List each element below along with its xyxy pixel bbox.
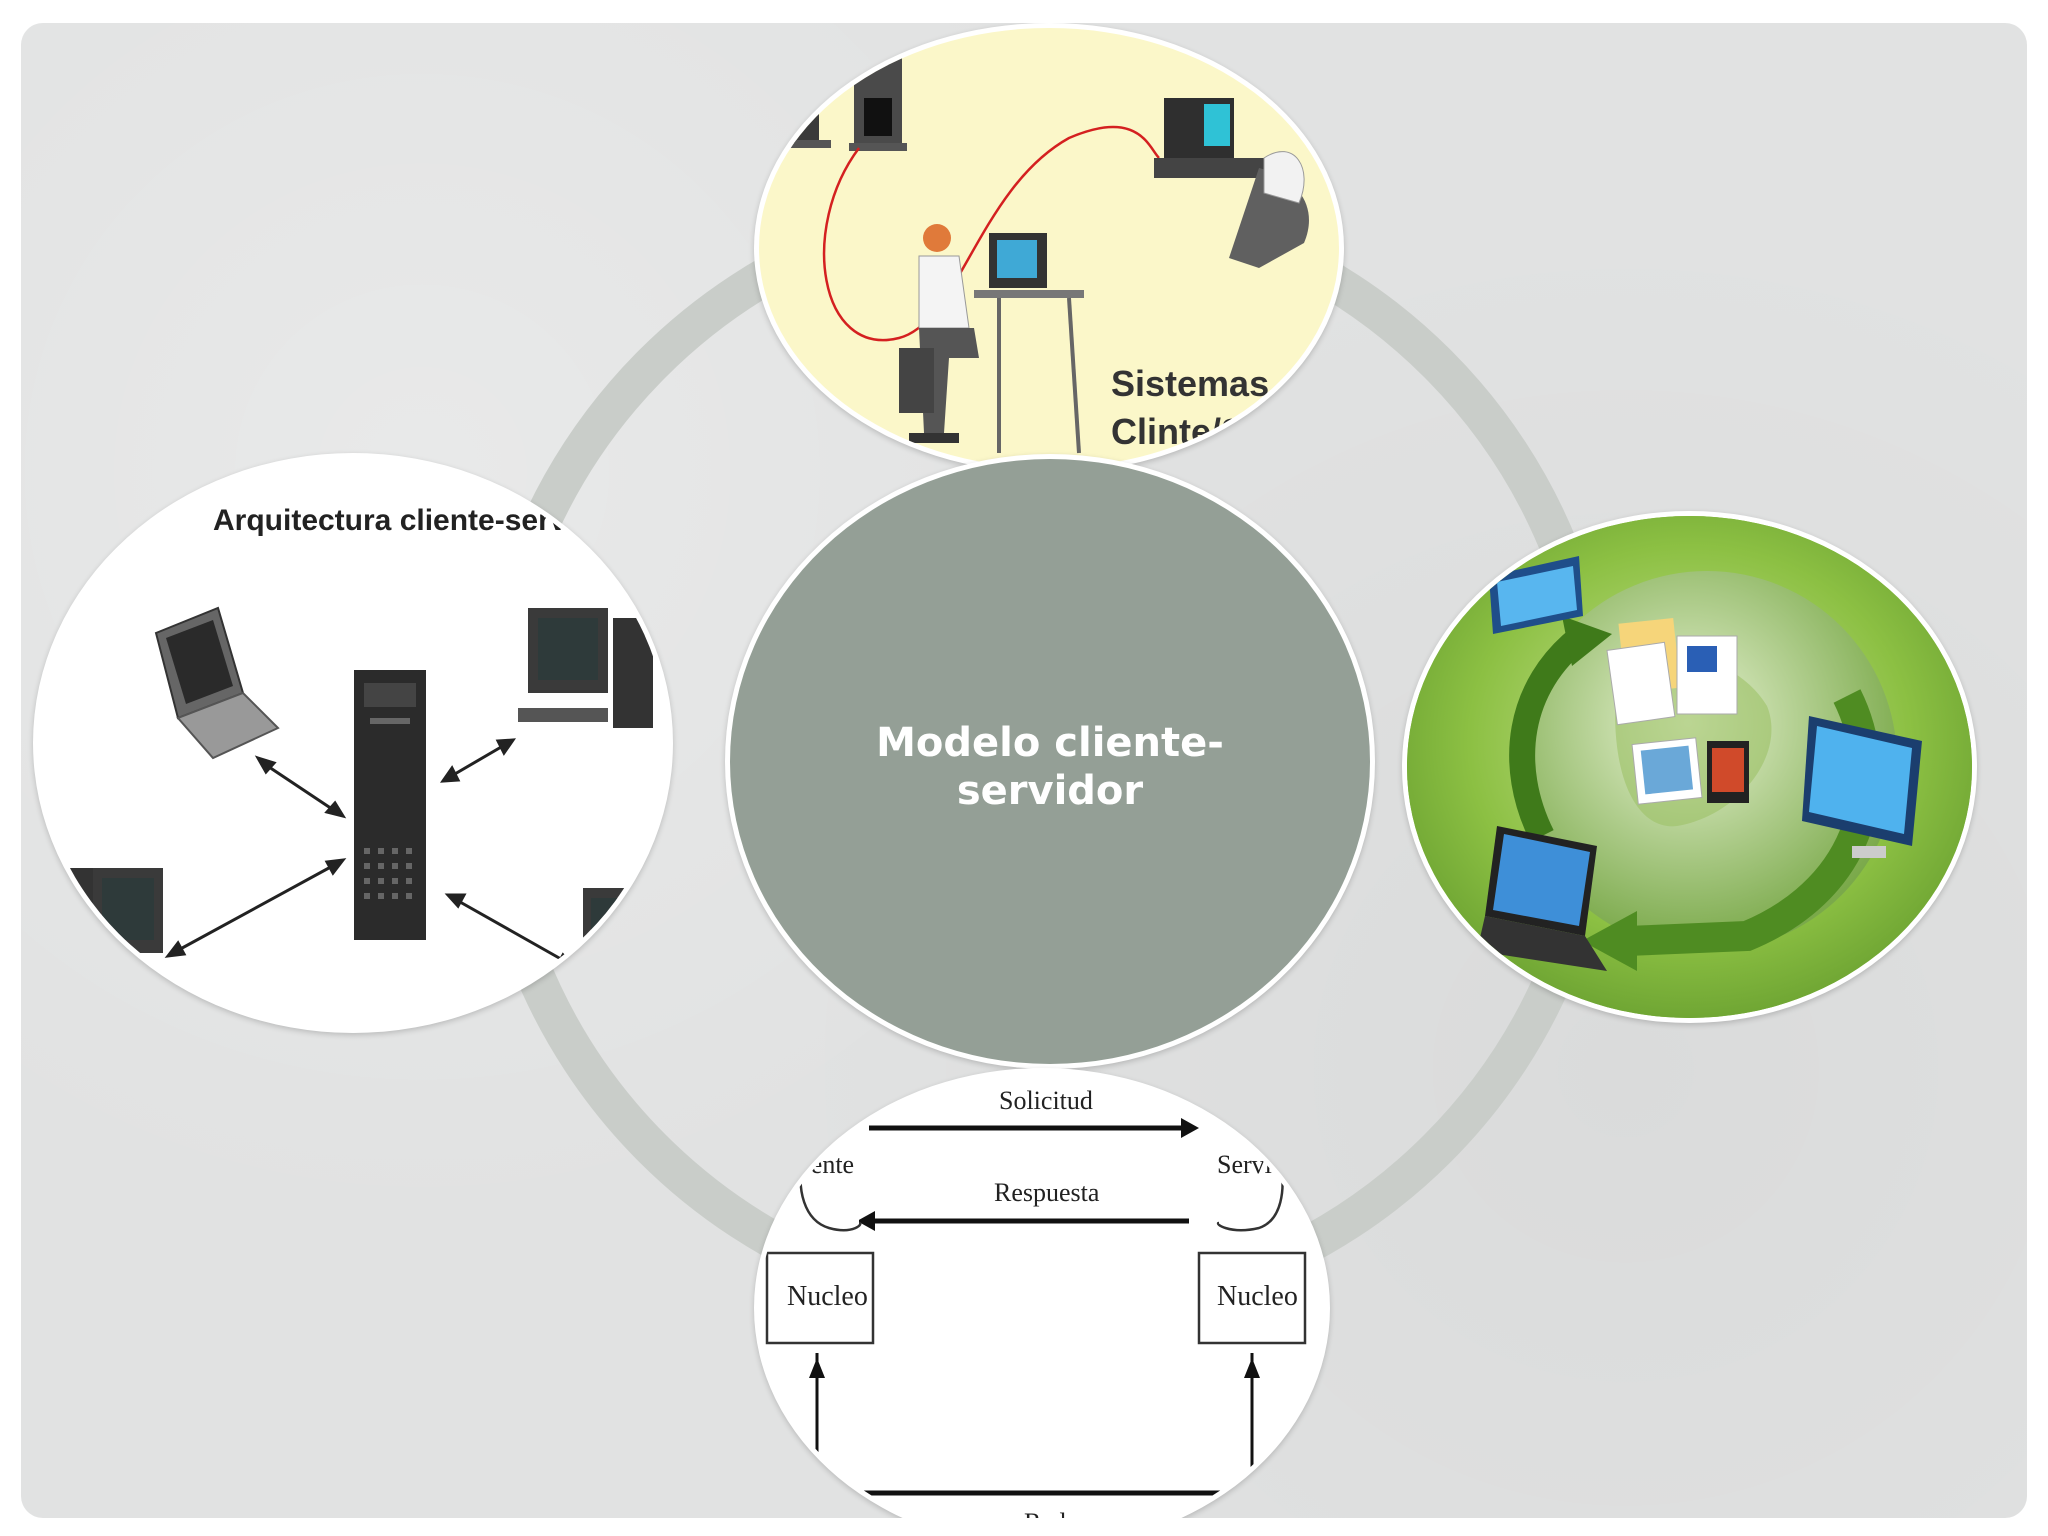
left-bubble-architecture: Arquitectura cliente-servidor [33, 453, 673, 1033]
laptop-icon [154, 606, 280, 760]
monitor-icon [1489, 556, 1583, 634]
slide: Sistemas Clinte/S Arquitectura cliente-s… [21, 23, 2027, 1518]
kernel-left-label: Nucleo [787, 1281, 868, 1312]
workstation-icon [1154, 98, 1309, 268]
center-title: Modelo cliente-servidor [876, 719, 1224, 814]
laptop-icon [1477, 826, 1607, 971]
network-label: Red [1024, 1508, 1066, 1518]
sync-arrow-icon [1509, 625, 1591, 842]
kernel-box-right: Nucleo [1197, 1251, 1307, 1345]
top-bubble-office-scene: Sistemas Clinte/S [754, 23, 1344, 473]
person-at-desk-icon [899, 224, 1084, 454]
monitor-icon [1802, 716, 1922, 858]
bottom-bubble-request-diagram: Solicitud Respuesta Cliente Servidor Nuc… [754, 1068, 1330, 1518]
kernel-box-left: Nucleo [765, 1251, 875, 1345]
top-caption-line1: Sistemas [1111, 363, 1269, 404]
response-label: Respuesta [994, 1178, 1100, 1207]
request-label: Solicitud [999, 1086, 1093, 1115]
center-circle: Modelo cliente-servidor [725, 454, 1375, 1069]
document-files-icon [1606, 618, 1749, 805]
server-tower-icon [354, 670, 426, 940]
kernel-right-label: Nucleo [1217, 1281, 1298, 1312]
desktop-computer-icon [518, 608, 653, 728]
right-bubble-file-sharing [1402, 511, 1977, 1023]
